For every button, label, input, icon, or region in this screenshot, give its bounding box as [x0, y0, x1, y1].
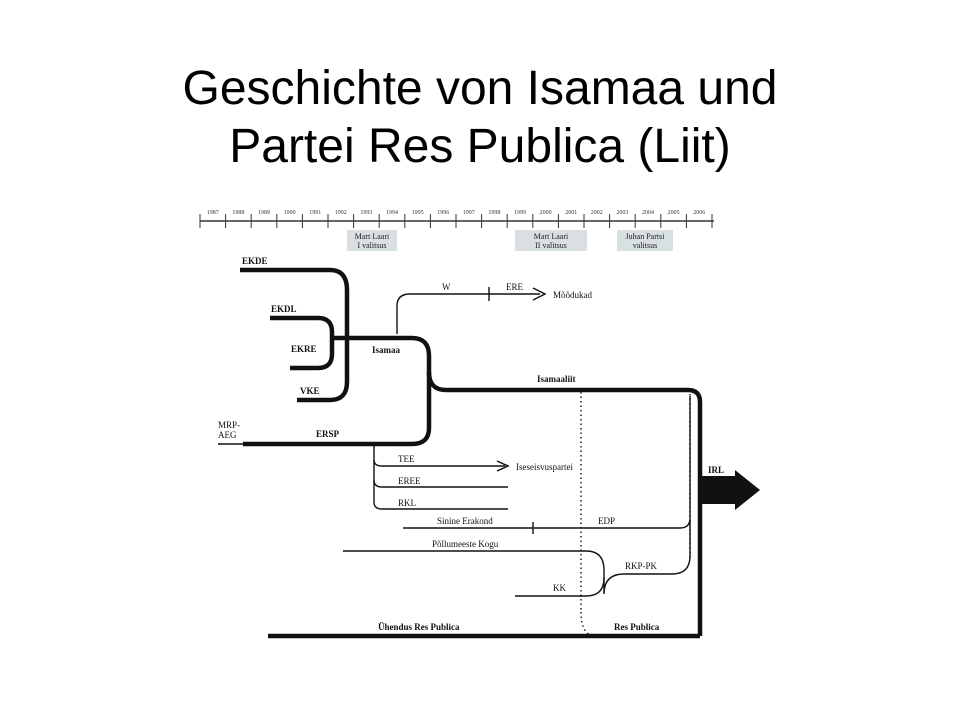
year-label: 2000 — [540, 210, 552, 216]
title-line-2: Partei Res Publica (Liit) — [229, 120, 731, 173]
label-irl: IRL — [708, 465, 724, 475]
year-ticks: 1987 1988 1989 1990 1991 1992 1993 1994 1995 1996… — [199, 210, 713, 228]
label-ere: ERE — [506, 282, 524, 292]
label-vke: VKE — [300, 386, 320, 396]
gov-box-parts-line2: valitsus — [633, 241, 657, 250]
year-label: 2003 — [616, 210, 628, 216]
branch-isamaa-isamaaliit — [332, 335, 703, 636]
branch-w-ere — [396, 293, 540, 334]
timeline: 1987 1988 1989 1990 1991 1992 1993 1994 1995 1996… — [199, 210, 714, 251]
gov-box-laar-2-line1: Mart Laari — [534, 232, 569, 241]
label-pollumeeste-kogu: Põllumeeste Kogu — [432, 539, 499, 549]
thin-branches — [218, 287, 691, 597]
gov-box-laar-1-line2: I valitsus — [357, 241, 386, 250]
year-label: 1992 — [335, 210, 347, 216]
year-label: 1989 — [258, 210, 270, 216]
year-label: 2001 — [565, 210, 577, 216]
year-label: 1990 — [284, 210, 296, 216]
branch-tee — [373, 444, 505, 467]
gov-box-parts-line1: Juhan Partsi — [626, 232, 666, 241]
year-label: 1999 — [514, 210, 526, 216]
node-labels: EKDE EKDL EKRE VKE Isamaa MRP- AEG ERSP … — [218, 256, 724, 632]
gov-box-laar-1-line1: Mart Laari — [355, 232, 390, 241]
branch-ersp — [243, 372, 432, 447]
year-label: 1998 — [488, 210, 500, 216]
year-label: 2005 — [668, 210, 680, 216]
label-rkp-pk: RKP-PK — [625, 561, 658, 571]
year-label: 1993 — [360, 210, 372, 216]
branch-sinine-edp — [403, 396, 691, 529]
label-sinine-erakond: Sinine Erakond — [437, 516, 493, 526]
label-w: W — [442, 282, 451, 292]
label-iseseisvuspartei: Iseseisvuspartei — [516, 462, 573, 472]
label-moodukad: Mõõdukad — [553, 290, 592, 300]
year-label: 1996 — [437, 210, 449, 216]
year-label: 1994 — [386, 210, 398, 216]
label-isamaaliit: Isamaaliit — [537, 374, 576, 384]
year-label: 1987 — [207, 210, 219, 216]
dotted-merge-res-publica — [580, 611, 597, 637]
branch-rkl — [373, 480, 508, 510]
gov-box-laar-2: Mart Laari II valitsus — [515, 230, 587, 251]
year-label: 2004 — [642, 210, 654, 216]
label-ekdl: EKDL — [271, 304, 297, 314]
label-mrp-aeg-2: AEG — [218, 430, 237, 440]
dotted-lines — [580, 392, 691, 637]
year-label: 1997 — [463, 210, 475, 216]
slide-title: Geschichte von Isamaa und Partei Res Pub… — [0, 60, 960, 176]
branch-eree — [373, 460, 508, 488]
year-label: 2002 — [591, 210, 603, 216]
label-isamaa: Isamaa — [372, 345, 401, 355]
label-rkl: RKL — [398, 498, 416, 508]
label-tee: TEE — [398, 454, 415, 464]
arrow-moodukad — [532, 287, 547, 301]
label-ersp: ERSP — [316, 429, 340, 439]
label-edp: EDP — [598, 516, 615, 526]
year-label: 2006 — [693, 210, 705, 216]
title-line-1: Geschichte von Isamaa und — [182, 62, 778, 115]
irl-arrow — [700, 470, 760, 510]
gov-box-laar-2-line2: II valitsus — [535, 241, 567, 250]
year-label: 1995 — [412, 210, 424, 216]
label-mrp-aeg-1: MRP- — [218, 420, 240, 430]
label-ekre: EKRE — [291, 344, 317, 354]
year-label: 1988 — [232, 210, 244, 216]
branch-kk — [515, 577, 605, 597]
thick-branches — [240, 267, 703, 639]
gov-box-parts: Juhan Partsi valitsus — [617, 230, 673, 251]
label-kk: KK — [553, 583, 566, 593]
label-res-publica: Res Publica — [614, 622, 660, 632]
year-label: 1991 — [309, 210, 321, 216]
arrow-iseseisvuspartei — [496, 460, 510, 472]
label-eree: EREE — [398, 476, 421, 486]
label-ekde: EKDE — [242, 256, 268, 266]
branch-ekdl-ekre — [270, 315, 335, 371]
branch-pollumeeste-rkp — [343, 520, 691, 595]
gov-box-laar-1: Mart Laari I valitsus — [347, 230, 397, 251]
label-uhendus-res-publica: Ühendus Res Publica — [378, 622, 460, 632]
